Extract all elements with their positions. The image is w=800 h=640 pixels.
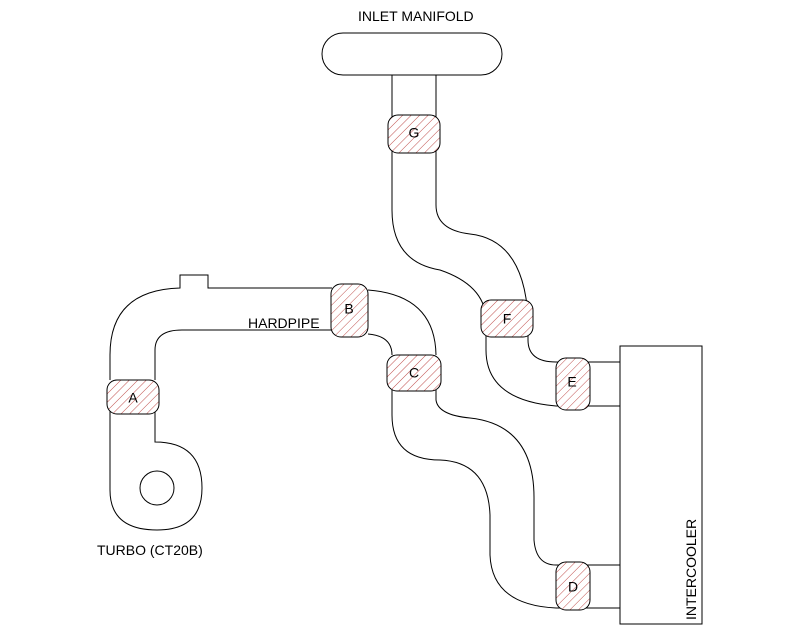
coupler-a: A [106, 379, 160, 415]
turbo-elbow-outer-edge [109, 274, 332, 380]
turbo-label: TURBO (CT20B) [97, 542, 203, 558]
coupler-b: B [330, 283, 369, 338]
turbo-elbow-inner-edge [154, 329, 332, 380]
inlet-manifold-plenum [321, 32, 503, 76]
bc-pipe-outer-edge [367, 289, 437, 356]
coupler-f-label: F [503, 311, 512, 327]
turbo-housing [109, 410, 203, 531]
coupler-g-label: G [409, 125, 420, 141]
coupler-e: E [555, 357, 591, 411]
hardpipe-label: HARDPIPE [248, 315, 320, 331]
coupler-b-label: B [344, 301, 353, 317]
cd-pipe-right-edge [435, 390, 557, 566]
turbo-compressor-inlet [139, 470, 175, 506]
cd-pipe-left-edge [391, 390, 557, 609]
coupler-a-label: A [128, 390, 138, 406]
coupler-e-label: E [567, 374, 576, 390]
fe-pipe-inner-edge [527, 318, 557, 363]
manifold-pipe-left-edge [391, 75, 487, 319]
intercooler-label: INTERCOOLER [683, 519, 699, 620]
fe-pipe-outer-edge [485, 318, 557, 407]
coupler-d-label: D [568, 579, 578, 595]
coupler-c-label: C [409, 365, 419, 381]
coupler-c: C [386, 354, 442, 392]
inlet-manifold-label: INLET MANIFOLD [358, 8, 474, 24]
intercooler-core [619, 345, 703, 625]
coupler-g: G [387, 114, 441, 154]
coupler-f: F [480, 299, 534, 338]
bc-pipe-inner-edge [367, 333, 393, 356]
coupler-d: D [555, 561, 591, 611]
manifold-pipe-right-edge [435, 75, 529, 319]
